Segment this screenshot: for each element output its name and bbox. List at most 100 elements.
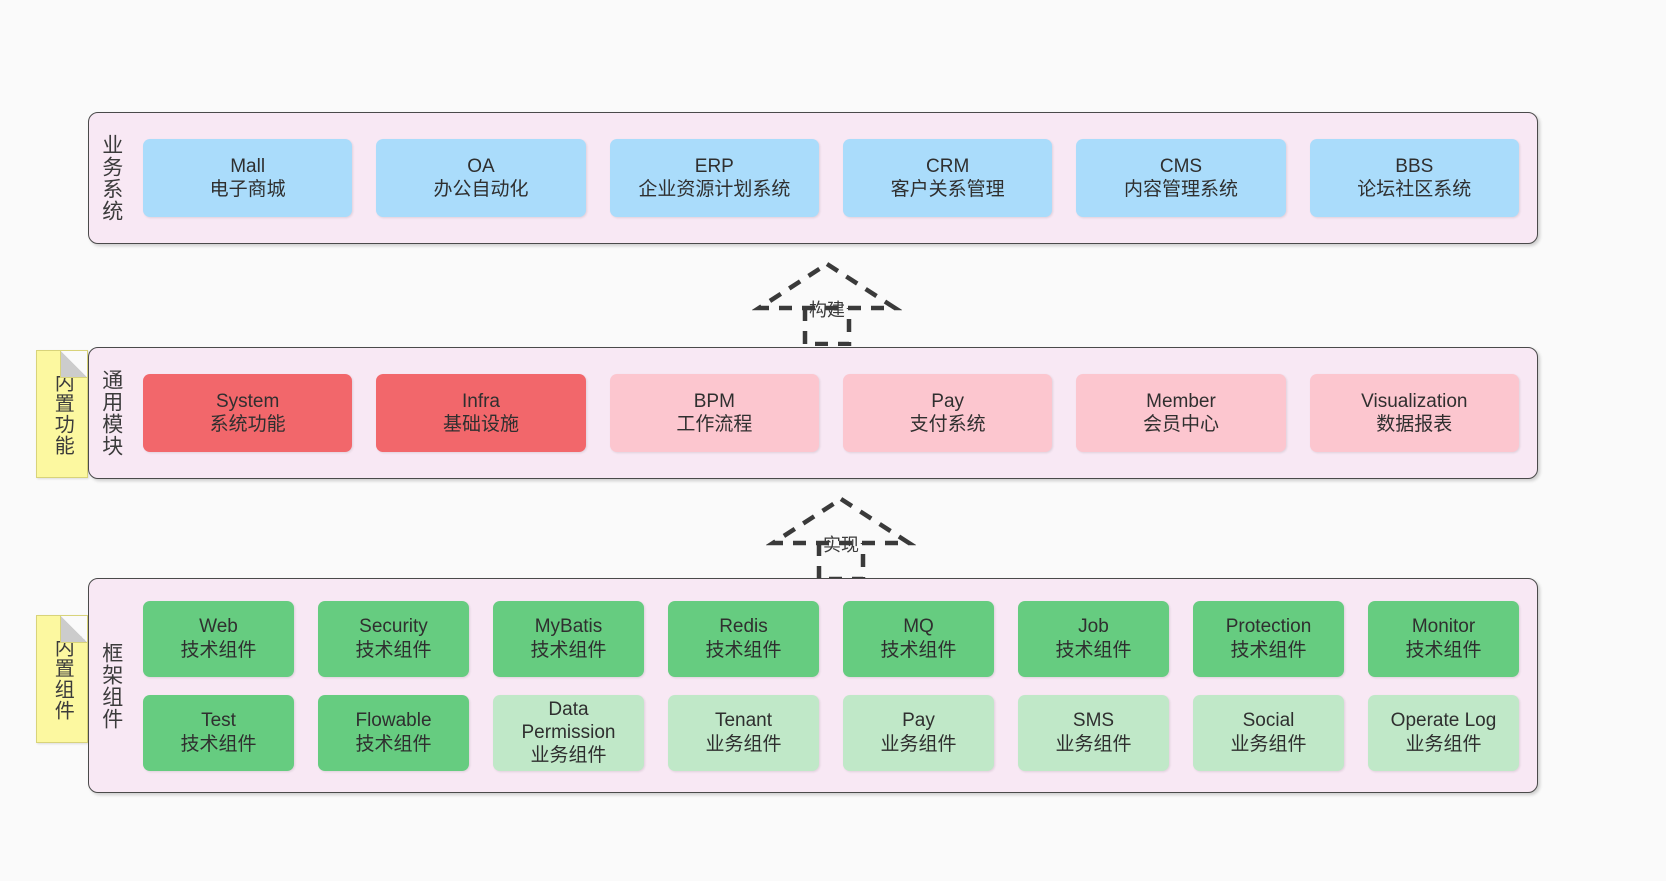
framework-card-data-permission[interactable]: Data Permission 业务组件 [493,694,644,771]
card-desc: 支付系统 [909,414,986,435]
framework-card-mybatis[interactable]: MyBatis 技术组件 [493,600,644,677]
card-desc: 技术组件 [1230,639,1307,661]
framework-card-redis[interactable]: Redis 技术组件 [668,600,819,677]
card-name: Infra [461,390,500,412]
framework-card-job[interactable]: Job 技术组件 [1018,600,1169,677]
note-fold-icon [60,616,87,643]
layer-body-common-module: System 系统功能 Infra 基础设施 BPM 工作流程 Pay 支付系统… [133,348,1537,478]
card-desc: 客户关系管理 [890,179,1005,200]
framework-card-web[interactable]: Web 技术组件 [143,600,294,677]
business-card-row: Mall 电子商城 OA 办公自动化 ERP 企业资源计划系统 CRM 客户关系… [143,139,1519,217]
framework-card-tenant[interactable]: Tenant 业务组件 [668,694,819,771]
framework-tech-row: Web 技术组件 Security 技术组件 MyBatis 技术组件 Redi… [143,600,1519,677]
card-desc: 论坛社区系统 [1357,179,1472,200]
card-name: ERP [694,155,734,177]
card-name: System [215,390,280,412]
framework-card-test[interactable]: Test 技术组件 [143,694,294,771]
business-card-crm[interactable]: CRM 客户关系管理 [842,139,1053,217]
module-card-infra[interactable]: Infra 基础设施 [376,374,586,452]
module-card-row: System 系统功能 Infra 基础设施 BPM 工作流程 Pay 支付系统… [143,374,1519,452]
connector-build-label: 构建 [809,300,845,320]
card-desc: 业务组件 [1230,733,1307,755]
card-name: Member [1146,390,1216,412]
framework-card-security[interactable]: Security 技术组件 [318,600,469,677]
card-name: Security [359,616,428,638]
business-card-bbs[interactable]: BBS 论坛社区系统 [1309,139,1519,217]
module-card-visualization[interactable]: Visualization 数据报表 [1309,374,1519,452]
business-card-erp[interactable]: ERP 企业资源计划系统 [609,139,819,217]
card-name: Flowable [355,710,432,732]
framework-card-protection[interactable]: Protection 技术组件 [1193,600,1344,677]
card-name: MyBatis [534,616,603,638]
layer-business-system: 业务系统 Mall 电子商城 OA 办公自动化 ERP 企业资源计划系统 CRM… [88,112,1538,244]
module-card-system[interactable]: System 系统功能 [143,374,353,452]
note-builtin-component: 内置组件 [36,615,88,743]
card-desc: 技术组件 [530,639,607,661]
card-desc: 技术组件 [180,639,257,661]
connector-implement-label: 实现 [823,535,859,555]
card-desc: 办公自动化 [433,179,529,200]
card-desc: 数据报表 [1376,414,1453,435]
card-name: CMS [1159,155,1203,177]
framework-card-operate-log[interactable]: Operate Log 业务组件 [1368,694,1519,771]
card-name: Job [1078,616,1109,638]
note-fold-icon [60,351,87,378]
card-name: Social [1242,710,1295,732]
card-desc: 技术组件 [355,733,432,755]
card-desc: 电子商城 [209,179,286,200]
card-name: OA [467,155,495,177]
card-desc: 业务组件 [705,733,782,755]
card-name: CRM [926,155,970,177]
card-desc: 技术组件 [705,639,782,661]
card-name: Protection [1225,616,1312,638]
card-desc: 技术组件 [1405,639,1482,661]
card-name: Visualization [1361,390,1468,412]
card-name: Operate Log [1390,710,1497,732]
card-desc: 业务组件 [880,733,957,755]
framework-card-mq[interactable]: MQ 技术组件 [843,600,994,677]
card-desc: 系统功能 [209,414,286,435]
layer-common-module: 通用模块 System 系统功能 Infra 基础设施 BPM 工作流程 Pay… [88,347,1538,479]
card-desc: 技术组件 [880,639,957,661]
card-desc: 企业资源计划系统 [638,179,791,200]
layer-framework-component: 框架组件 Web 技术组件 Security 技术组件 MyBatis 技术组件… [88,578,1538,793]
layer-body-framework-component: Web 技术组件 Security 技术组件 MyBatis 技术组件 Redi… [133,579,1537,792]
card-name: Web [199,616,238,638]
framework-card-sms[interactable]: SMS 业务组件 [1018,694,1169,771]
framework-card-pay[interactable]: Pay 业务组件 [843,694,994,771]
business-card-cms[interactable]: CMS 内容管理系统 [1076,139,1286,217]
card-desc: 技术组件 [355,639,432,661]
framework-card-social[interactable]: Social 业务组件 [1193,694,1344,771]
note-builtin-function: 内置功能 [36,350,88,478]
layer-title-framework-component: 框架组件 [99,641,123,730]
framework-card-monitor[interactable]: Monitor 技术组件 [1368,600,1519,677]
card-name: MQ [903,616,934,638]
connector-implement: 实现 [766,493,916,581]
card-name: Pay [902,710,935,732]
business-card-mall[interactable]: Mall 电子商城 [143,139,353,217]
note-label: 内置组件 [51,637,74,721]
module-card-pay[interactable]: Pay 支付系统 [842,374,1053,452]
card-name: BPM [693,390,735,412]
layer-title-business-system: 业务系统 [99,134,123,222]
card-desc: 技术组件 [1055,639,1132,661]
card-desc: 业务组件 [530,745,607,767]
card-name: Monitor [1411,616,1476,638]
card-name: Tenant [714,710,773,732]
connector-build-arrow [752,261,902,346]
framework-card-flowable[interactable]: Flowable 技术组件 [318,694,469,771]
card-name: Pay [931,390,965,412]
card-desc: 业务组件 [1405,733,1482,755]
card-desc: 基础设施 [442,414,519,435]
card-desc: 内容管理系统 [1123,179,1238,200]
card-name: Mall [230,155,266,177]
card-desc: 业务组件 [1055,733,1132,755]
module-card-member[interactable]: Member 会员中心 [1076,374,1286,452]
note-label: 内置功能 [51,372,74,456]
card-name: SMS [1072,710,1115,732]
card-desc: 工作流程 [676,414,753,435]
module-card-bpm[interactable]: BPM 工作流程 [609,374,819,452]
framework-business-row: Test 技术组件 Flowable 技术组件 Data Permission … [143,694,1519,771]
business-card-oa[interactable]: OA 办公自动化 [376,139,586,217]
card-desc: 会员中心 [1142,414,1219,435]
